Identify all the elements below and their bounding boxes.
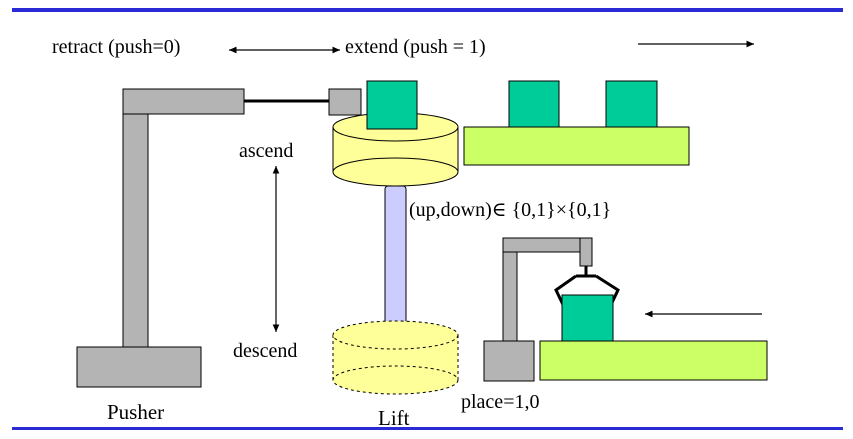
- lift-top-bottom-rim: [332, 157, 459, 187]
- pusher: [76, 88, 362, 388]
- pusher-post: [122, 113, 149, 348]
- pusher-arm: [122, 88, 245, 115]
- lift-shaft: [384, 185, 407, 335]
- place-label: place=1,0: [461, 391, 539, 413]
- updown-label: (up,down)∈ {0,1}×{0,1}: [409, 199, 611, 221]
- lift-bottom-bottom-rim: [332, 365, 459, 395]
- placer-base: [483, 340, 535, 382]
- pusher-base: [76, 346, 202, 388]
- bottom-conveyor: [539, 294, 768, 381]
- pusher-label: Pusher: [107, 400, 164, 424]
- ascend-label: ascend: [239, 140, 293, 162]
- placer-post: [502, 251, 518, 342]
- retract-label: retract (push=0): [52, 36, 180, 58]
- lift-label: Lift: [378, 406, 410, 430]
- descend-label: descend: [233, 340, 297, 362]
- bottom-belt: [539, 340, 768, 381]
- pusher-head: [328, 88, 362, 116]
- placer-arm: [502, 237, 592, 253]
- placer: [483, 237, 620, 382]
- placer-head: [579, 237, 593, 267]
- top-block-2: [605, 80, 658, 128]
- top-rule: [12, 8, 843, 12]
- bottom-rule: [12, 427, 843, 430]
- extend-label: extend (push = 1): [345, 36, 486, 58]
- lift-bottom: [332, 320, 459, 395]
- lift-bottom-surface: [332, 320, 459, 350]
- gripped-block: [561, 294, 614, 342]
- top-conveyor: [463, 80, 690, 166]
- top-belt: [463, 126, 690, 166]
- block-on-lift: [366, 80, 418, 130]
- top-block-1: [508, 80, 560, 128]
